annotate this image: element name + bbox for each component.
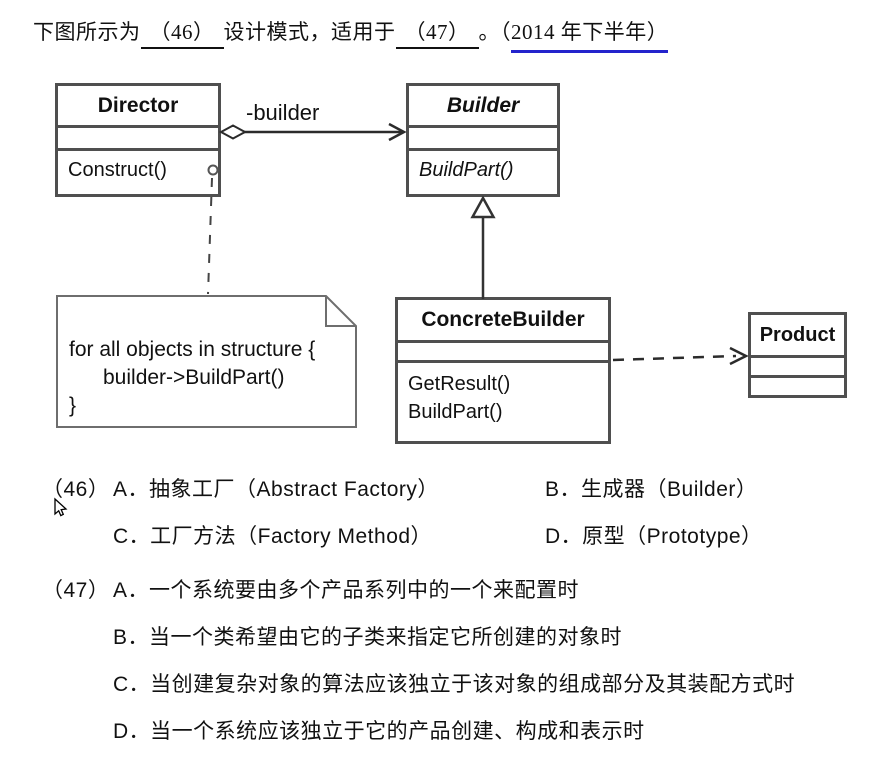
dependency-line [612, 354, 737, 362]
builder-operations-compartment: BuildPart() [409, 148, 557, 194]
product-operations-compartment [751, 375, 844, 395]
association-arrowhead [388, 122, 407, 142]
concrete-builder-attributes-compartment [398, 340, 608, 360]
q46-option-a: A．抽象工厂（Abstract Factory） [113, 478, 439, 501]
note-line: for all objects in structure { [69, 338, 316, 361]
q47-option-c: C．当创建复杂对象的算法应该独立于该对象的组成部分及其装配方式时 [113, 673, 796, 696]
class-name-director: Director [97, 93, 179, 117]
aggregation-diamond [218, 124, 248, 140]
q47-label: （47） [42, 579, 110, 602]
class-box-director: Director Construct() [55, 83, 221, 197]
operation-construct: Construct() [68, 159, 167, 181]
q47-option-a: A．一个系统要由多个产品系列中的一个来配置时 [113, 579, 580, 602]
operation-getresult: GetResult() [408, 373, 511, 395]
builder-attributes-compartment [409, 125, 557, 148]
operation-buildpart: BuildPart() [419, 159, 514, 181]
association-role-label: -builder [246, 100, 320, 125]
blank-47: （47） [395, 16, 479, 49]
concrete-builder-operations-compartment: GetResult() BuildPart() [398, 360, 608, 441]
q47-option-b: B．当一个类希望由它的子类来指定它所创建的对象时 [113, 626, 623, 649]
dependency-arrowhead [729, 346, 749, 366]
generalization-triangle [470, 195, 496, 219]
q46-label: （46） [42, 478, 110, 501]
q46-option-c: C．工厂方法（Factory Method） [113, 525, 433, 548]
class-name-builder: Builder [446, 93, 520, 117]
note-line: builder->BuildPart() [103, 366, 285, 389]
class-box-concrete-builder: ConcreteBuilder GetResult() BuildPart() [395, 297, 611, 444]
q47-option-d: D．当一个系统应该独立于它的产品创建、构成和表示时 [113, 720, 645, 743]
product-attributes-compartment [751, 355, 844, 375]
director-attributes-compartment [58, 125, 218, 148]
director-operations-compartment: Construct() [58, 148, 218, 194]
blank-46: （46） [140, 16, 224, 49]
stem-middle: 设计模式，适用于 [223, 20, 396, 44]
note-line: } [69, 394, 77, 417]
class-box-product: Product [748, 312, 847, 398]
question-stem: 下图所示为（46）设计模式，适用于（47）。（2014 年下半年） [33, 16, 669, 53]
q46-option-b: B．生成器（Builder） [545, 478, 758, 501]
class-box-builder: Builder BuildPart() [406, 83, 560, 197]
exam-session-underlined: 2014 年下半年） [511, 16, 669, 53]
class-name-concrete-builder: ConcreteBuilder [421, 308, 585, 331]
class-name-product: Product [759, 323, 836, 346]
operation-buildpart: BuildPart() [408, 401, 503, 423]
stem-prefix: 下图所示为 [33, 20, 141, 44]
q46-option-d: D．原型（Prototype） [545, 525, 763, 548]
stem-period: 。（ [478, 20, 511, 44]
uml-note-text: for all objects in structure { builder->… [57, 295, 357, 428]
